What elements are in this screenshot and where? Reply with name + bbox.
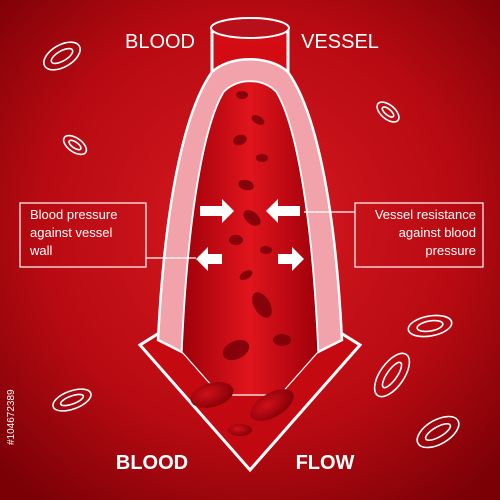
callout-right-line-1: Vessel resistance — [375, 207, 476, 222]
left-arrow-icon — [196, 247, 222, 271]
callout-right: Vessel resistance against blood pressure — [304, 202, 484, 268]
right-arrow-icon — [200, 199, 234, 223]
red-blood-cell-icon — [416, 415, 460, 449]
red-blood-cell-icon — [251, 115, 265, 125]
red-blood-cell-icon — [243, 210, 261, 226]
red-blood-cell-icon — [407, 314, 453, 338]
red-blood-cell-icon — [238, 179, 254, 191]
red-blood-cell-icon — [43, 41, 81, 71]
red-blood-cell-icon — [228, 424, 252, 436]
red-blood-cell-icon — [62, 134, 88, 156]
callout-left-line-2: against vessel — [30, 225, 112, 240]
red-blood-cell-icon — [52, 388, 92, 412]
red-blood-cell-icon — [239, 270, 253, 280]
red-blood-cell-icon — [252, 292, 272, 318]
red-blood-cell-icon — [373, 352, 411, 398]
callout-right-line-3: pressure — [425, 243, 476, 258]
right-arrow-icon — [278, 247, 304, 271]
red-blood-cell-icon — [256, 154, 268, 162]
red-blood-cell-icon — [273, 334, 291, 346]
red-blood-cell-icon — [229, 235, 243, 245]
callout-right-line-2: against blood — [399, 225, 476, 240]
title-left: BLOOD — [125, 31, 195, 53]
red-blood-cell-icon — [376, 101, 400, 123]
callout-left: Blood pressure against vessel wall — [19, 202, 196, 268]
red-blood-cell-icon — [233, 134, 247, 146]
vessel-lumen — [181, 80, 319, 396]
stock-id: #104672389 — [6, 389, 17, 445]
bottom-label-left: BLOOD — [116, 452, 188, 474]
red-blood-cell-icon — [260, 246, 272, 254]
red-blood-cell-icon — [222, 339, 250, 361]
floating-cells — [43, 41, 460, 449]
callout-left-line-1: Blood pressure — [30, 207, 117, 222]
pressure-arrows — [196, 199, 304, 271]
red-blood-cell-icon — [236, 91, 248, 99]
red-blood-cell-icon — [190, 382, 234, 408]
arrow-cells — [190, 382, 294, 436]
left-arrow-icon — [266, 199, 300, 223]
bottom-label-right: FLOW — [296, 452, 355, 474]
red-blood-cell-icon — [250, 389, 294, 421]
lumen-cells — [222, 91, 291, 361]
callout-left-line-3: wall — [29, 243, 53, 258]
title-right: VESSEL — [301, 31, 379, 53]
